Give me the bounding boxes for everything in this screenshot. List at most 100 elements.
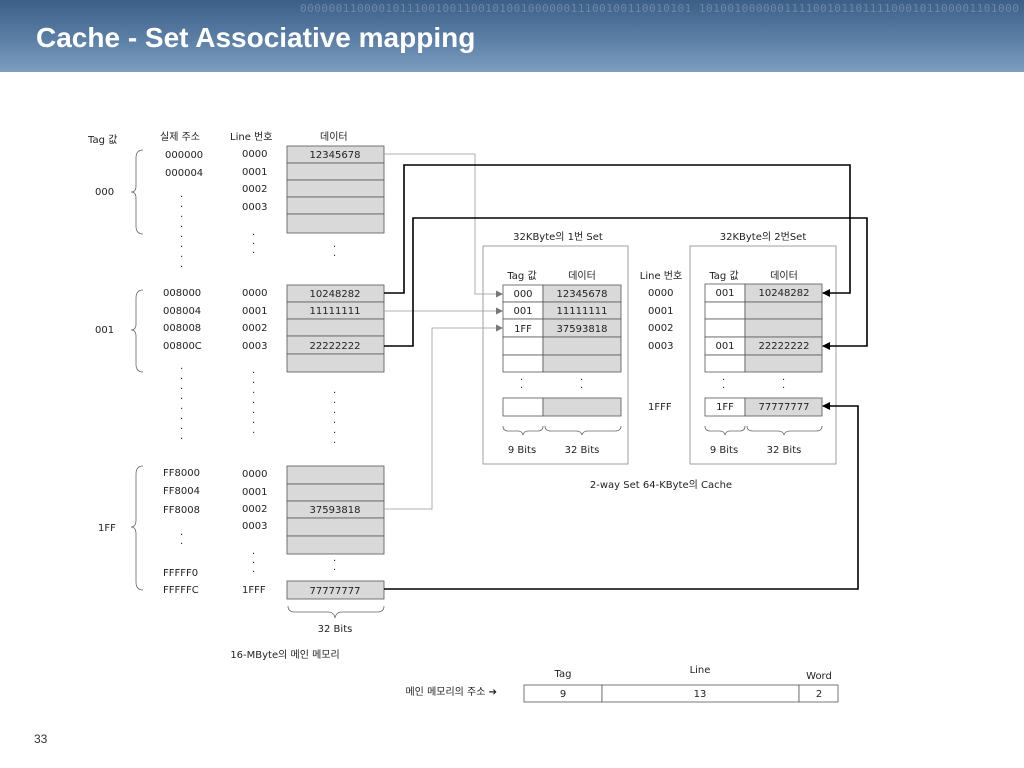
svg-text:·: · [333,438,336,449]
svg-text:·: · [252,378,255,389]
svg-text:·: · [180,242,183,253]
svg-text:·: · [252,558,255,569]
cache-set2-tag: 001 [715,288,734,299]
cache: 32KByte의 1번 Set Tag 값 데이터 000 12345678 0… [482,231,837,491]
svg-text:·: · [180,530,183,541]
cache-set1-frame [482,245,629,465]
mm-header-address: 실제 주소 [160,131,200,143]
mm-data: 37593818 [310,505,361,516]
cache-set2-frame [689,245,837,465]
field-bits-word: 2 [816,689,822,700]
svg-text:·: · [333,251,336,262]
cache-set1-col-data: 데이터 [568,270,596,282]
cache-line: 0002 [648,323,673,334]
svg-text:·: · [252,567,255,578]
address-format: 메인 메모리의 주소 ➔ Tag Line Word 9 13 2 [405,665,839,703]
cache-set1-data: 37593818 [557,324,608,335]
mm-address: 00800C [163,341,202,352]
svg-text:·: · [180,364,183,375]
cache-set1-data: 11111111 [557,306,608,317]
arrow-1ff-0002 [384,324,503,510]
svg-text:·: · [782,383,785,394]
cache-set2-data-bits: 32 Bits [767,445,802,456]
svg-text:·: · [180,374,183,385]
mm-address: 008008 [163,323,201,334]
svg-text:·: · [333,408,336,419]
svg-text:·: · [252,428,255,439]
brace [130,289,144,373]
mm-line: 0000 [242,149,267,160]
svg-text:·: · [180,212,183,223]
svg-text:·: · [180,192,183,203]
svg-text:·: · [252,248,255,259]
field-name-word: Word [806,671,832,682]
svg-text:·: · [180,202,183,213]
mm-cell [286,465,385,485]
svg-text:·: · [333,556,336,567]
mm-group-tag: 1FF [98,523,116,534]
mm-header-line: Line 번호 [230,131,272,143]
mm-group-tag: 000 [95,187,114,198]
mm-cell [286,580,385,600]
cache-set1-data: 12345678 [557,289,608,300]
svg-text:·: · [180,434,183,445]
page-number: 33 [34,732,48,746]
svg-text:·: · [333,418,336,429]
arrow-001-0003 [384,217,868,350]
svg-text:·: · [252,368,255,379]
svg-text:·: · [333,242,336,253]
arrow-1ff-1fff [384,402,859,590]
cache-set1-tag-bits: 9 Bits [508,445,536,456]
cache-set2-tag: 1FF [716,402,734,413]
mm-data: 77777777 [310,586,361,597]
mm-address: FF8008 [163,505,200,516]
field-bits-tag: 9 [560,689,566,700]
cache-set1-tag: 1FF [514,324,532,335]
cache-set2-data: 10248282 [759,288,810,299]
field-name-line: Line [690,665,711,676]
mm-address: FF8000 [163,468,200,479]
svg-text:·: · [520,383,523,394]
cache-line: 0003 [648,341,673,352]
cache-line: 0001 [648,306,673,317]
svg-text:·: · [333,398,336,409]
cache-set1-data-bits: 32 Bits [565,445,600,456]
field-bits-line: 13 [694,689,707,700]
svg-text:·: · [180,252,183,263]
mm-line: 0003 [242,521,267,532]
mm-cell [286,517,385,537]
svg-text:·: · [333,428,336,439]
arrow-000-0000 [384,153,503,298]
mm-address: 000000 [165,150,203,161]
mm-data: 11111111 [310,306,361,317]
svg-text:·: · [722,383,725,394]
cache-line-header: Line 번호 [640,270,682,282]
svg-text:·: · [180,404,183,415]
mm-data: 10248282 [310,289,361,300]
field-name-tag: Tag [554,669,572,680]
mm-address: 008000 [163,288,201,299]
cache-set1-title: 32KByte의 1번 Set [513,231,603,243]
mm-cell [286,535,385,555]
mm-cell [286,196,385,215]
arrow-001-0000 [384,164,851,297]
cache-set2-col-data: 데이터 [770,270,798,282]
svg-text:·: · [252,239,255,250]
svg-text:·: · [252,388,255,399]
cache-set2-data: 22222222 [759,341,810,352]
svg-text:·: · [180,539,183,550]
cache-set1-tag: 000 [513,289,532,300]
svg-text:·: · [520,375,523,386]
binary-background: 0000001100001011100100110010100100000011… [300,2,1020,15]
mm-caption: 16-MByte의 메인 메모리 [230,649,339,661]
svg-text:·: · [180,424,183,435]
brace [287,605,385,619]
mm-line: 0002 [242,504,267,515]
svg-text:·: · [180,394,183,405]
slide-title: Cache - Set Associative mapping [36,22,476,53]
svg-text:·: · [333,388,336,399]
mm-cell [286,179,385,198]
mm-line: 0003 [242,341,267,352]
mm-width-label: 32 Bits [318,624,353,635]
